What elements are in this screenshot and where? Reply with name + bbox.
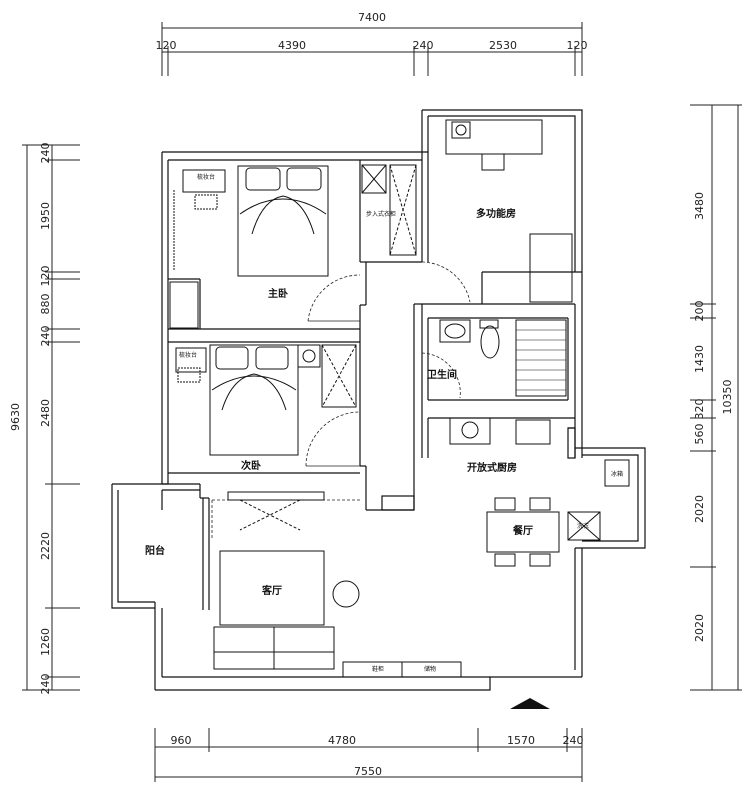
master-desk-label: 梳妆台 [197, 173, 215, 181]
dim-bottom-seg: 4780 [328, 734, 356, 747]
wardrobe [169, 281, 199, 329]
bathroom-fixtures [439, 319, 567, 397]
dim-left-seg: 240 [39, 326, 52, 347]
dim-top-seg: 120 [156, 39, 177, 52]
doors [211, 261, 471, 540]
dim-right-seg: 200 [693, 301, 706, 322]
dim-right-seg: 2020 [693, 614, 706, 642]
room-label-living: 客厅 [261, 584, 282, 597]
dim-right-seg: 1430 [693, 345, 706, 373]
dim-left-seg: 2480 [39, 399, 52, 427]
dim-left-total: 9630 [9, 403, 22, 431]
dim-top-seg: 2530 [489, 39, 517, 52]
walk-in-closet-label: 步入式衣柜 [366, 210, 396, 218]
multifunction-furniture [445, 119, 573, 303]
master-bed [173, 165, 329, 277]
dim-left-seg: 120 [39, 266, 52, 287]
dim-top-seg: 4390 [278, 39, 306, 52]
fridge-label: 冰箱 [611, 470, 623, 478]
dim-bottom-total: 7550 [354, 765, 382, 778]
dim-top-seg: 120 [567, 39, 588, 52]
washer-label: 洗衣 [577, 522, 589, 530]
dimension-left [22, 144, 80, 691]
room-label-balcony: 阳台 [145, 544, 165, 557]
dim-left-seg: 240 [39, 143, 52, 164]
second-bed [175, 344, 357, 456]
dim-bottom-seg: 240 [563, 734, 584, 747]
dim-top-seg: 240 [413, 39, 434, 52]
dim-left-seg: 880 [39, 294, 52, 315]
walls [111, 109, 646, 691]
dim-top-total: 7400 [358, 11, 386, 24]
room-label-bathroom: 卫生间 [427, 368, 457, 381]
cabinet-1-label: 鞋柜 [372, 665, 384, 673]
walk-in-closet [361, 164, 417, 256]
room-label-kitchen: 开放式厨房 [467, 461, 517, 474]
dimension-top [161, 22, 583, 76]
dim-left-seg: 240 [39, 674, 52, 695]
room-label-multifunction: 多功能房 [476, 207, 516, 220]
dim-left-seg: 2220 [39, 532, 52, 560]
kitchen-fixtures [449, 417, 630, 541]
dim-left-seg: 1260 [39, 628, 52, 656]
living-furniture [213, 491, 462, 678]
north-arrow-icon [510, 698, 550, 709]
room-label-master: 主卧 [268, 287, 288, 300]
room-label-second: 次卧 [241, 459, 261, 472]
dim-left-seg: 1950 [39, 202, 52, 230]
dim-bottom-seg: 960 [171, 734, 192, 747]
dim-bottom-seg: 1570 [507, 734, 535, 747]
room-label-dining: 餐厅 [512, 524, 533, 537]
dim-right-seg: 3480 [693, 192, 706, 220]
dining-table [486, 497, 560, 567]
dim-right-seg: 2020 [693, 495, 706, 523]
dim-right-seg: 320 [693, 399, 706, 420]
dim-right-total: 10350 [721, 380, 734, 415]
second-desk-label: 梳妆台 [179, 351, 197, 359]
dimension-right [690, 104, 742, 691]
cabinet-2-label: 储物 [424, 665, 436, 673]
dim-right-seg: 560 [693, 424, 706, 445]
dimension-bottom [154, 728, 583, 782]
